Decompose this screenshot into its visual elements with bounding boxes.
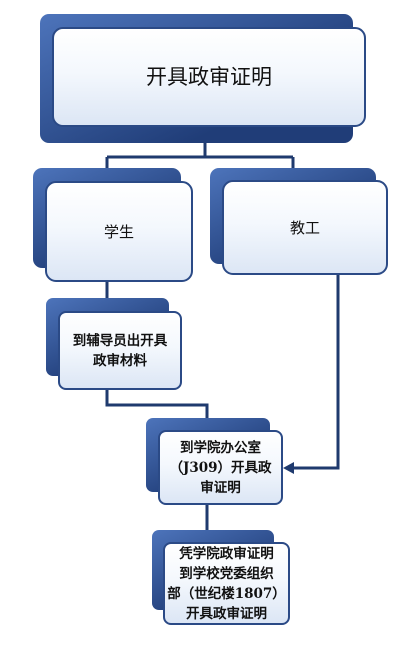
label-line: 到学院办公室: [179, 439, 261, 456]
label-line: 开具政审证明: [185, 605, 267, 622]
node-root-label: 开具政审证明: [146, 64, 272, 90]
node-student-label: 学生: [104, 222, 134, 242]
label-line: 开具政审证明: [146, 65, 272, 89]
label-line: 教工: [289, 218, 320, 237]
node-counselor-label: 到辅导员出开具 政审材料: [73, 331, 168, 371]
label-line: 凭学院政审证明: [179, 545, 274, 562]
node-root-box: 开具政审证明: [52, 27, 366, 127]
node-staff-label: 教工: [290, 218, 320, 238]
label-line: 到辅导员出开具: [72, 332, 168, 349]
label-line: （J309）开具政: [169, 459, 272, 476]
label-line: 学生: [103, 222, 134, 241]
label-line: 部（世纪楼1807）: [167, 585, 286, 602]
node-party-dept-box: 凭学院政审证明 到学校党委组织 部（世纪楼1807） 开具政审证明: [163, 542, 290, 625]
node-party-dept-label: 凭学院政审证明 到学校党委组织 部（世纪楼1807） 开具政审证明: [167, 544, 286, 624]
node-college-office-label: 到学院办公室 （J309）开具政 审证明: [169, 438, 271, 498]
node-counselor-box: 到辅导员出开具 政审材料: [58, 311, 182, 390]
node-student-box: 学生: [45, 181, 193, 282]
label-line: 到学校党委组织: [179, 565, 274, 582]
connector-staff-to-office: [292, 274, 340, 470]
node-college-office-box: 到学院办公室 （J309）开具政 审证明: [158, 430, 283, 505]
arrowhead-to-office: [283, 462, 294, 474]
connector-counselor-to-office: [105, 389, 209, 420]
label-line: 政审材料: [93, 352, 147, 369]
label-line: 审证明: [200, 479, 241, 496]
node-staff-box: 教工: [222, 180, 388, 275]
